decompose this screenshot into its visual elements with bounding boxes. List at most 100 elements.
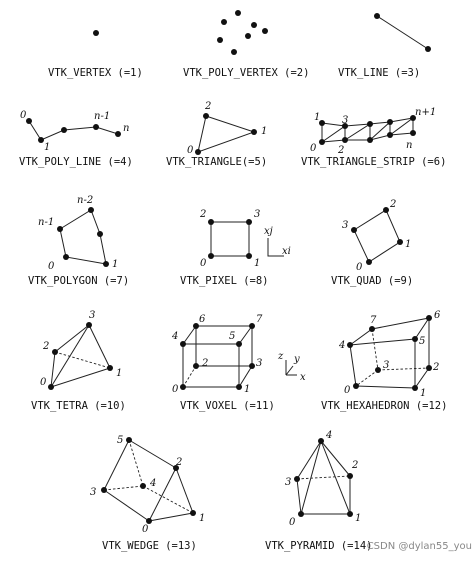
pyramid-label: 3 — [285, 477, 291, 488]
poly-vertex-point — [235, 10, 241, 16]
quad-figure: 2 3 1 0 — [342, 199, 411, 273]
poly-vertex-point — [251, 22, 257, 28]
poly-line-figure: 0 1 n-1 n — [20, 110, 129, 153]
pyramid-figure: 4 3 2 0 1 — [285, 430, 361, 528]
triangle-strip-caption: VTK_TRIANGLE_STRIP (=6) — [301, 156, 446, 168]
polygon-label: 0 — [48, 261, 55, 272]
wedge-label: 5 — [117, 435, 123, 446]
tetra-label: 2 — [42, 341, 49, 352]
tetra-label: 0 — [40, 377, 47, 388]
line-point — [374, 13, 380, 19]
voxel-label: 0 — [172, 384, 179, 395]
poly-vertex-point — [262, 28, 268, 34]
quad-label: 0 — [356, 262, 363, 273]
voxel-label: 6 — [199, 314, 206, 325]
line-point — [425, 46, 431, 52]
pyramid-caption: VTK_PYRAMID (=14) — [265, 540, 372, 552]
poly-vertex-point — [245, 33, 251, 39]
wedge-label: 2 — [175, 457, 182, 468]
triangle-strip-label: 3 — [342, 115, 348, 126]
hexahedron-label: 4 — [338, 340, 345, 351]
pixel-caption: VTK_PIXEL (=8) — [180, 275, 269, 287]
pixel-axis-label: xj — [264, 226, 273, 237]
triangle-label: 0 — [187, 145, 194, 156]
wedge-figure: 5 2 3 4 0 1 — [90, 435, 205, 535]
tetra-figure: 3 2 0 1 — [40, 310, 122, 390]
wedge-label: 0 — [142, 524, 149, 535]
voxel-label: 4 — [171, 331, 178, 342]
pixel-label: 2 — [199, 209, 206, 220]
polygon-figure: n-2 n-1 0 1 — [38, 195, 118, 272]
quad-caption: VTK_QUAD (=9) — [331, 275, 413, 287]
voxel-label: 3 — [256, 358, 262, 369]
triangle-strip-figure: 1 3 n+1 0 2 n — [310, 107, 436, 156]
triangle-strip-label: 0 — [310, 143, 317, 154]
polygon-label: n-1 — [38, 217, 54, 228]
line-figure — [374, 13, 431, 52]
triangle-strip-label: 1 — [314, 112, 320, 123]
voxel-label: 5 — [229, 331, 235, 342]
quad-label: 3 — [342, 220, 348, 231]
pixel-label: 0 — [200, 258, 207, 269]
wedge-label: 3 — [90, 487, 96, 498]
quad-label: 2 — [389, 199, 396, 210]
tetra-label: 3 — [89, 310, 95, 321]
hexahedron-label: 6 — [434, 310, 441, 321]
pixel-label: 3 — [254, 209, 260, 220]
axis-label: x — [300, 372, 306, 383]
polygon-label: n-2 — [77, 195, 93, 206]
poly-vertex-point — [231, 49, 237, 55]
axis-label: z — [277, 351, 284, 362]
pyramid-label: 2 — [351, 460, 358, 471]
poly-vertex-point — [221, 19, 227, 25]
triangle-strip-label: n+1 — [415, 107, 436, 118]
wedge-label: 4 — [149, 478, 156, 489]
pyramid-label: 1 — [355, 513, 361, 524]
vertex-caption: VTK_VERTEX (=1) — [48, 67, 143, 79]
triangle-caption: VTK_TRIANGLE(=5) — [166, 156, 267, 168]
poly-vertex-point — [217, 37, 223, 43]
hexahedron-figure: 7 6 4 5 3 2 0 1 — [338, 310, 441, 399]
poly-line-label: 0 — [20, 110, 27, 121]
poly-line-label: 1 — [44, 142, 50, 153]
vertex-point — [93, 30, 99, 36]
pixel-axis-label: xi — [282, 246, 291, 257]
wedge-label: 1 — [199, 513, 205, 524]
axis-label: y — [293, 354, 300, 365]
hexahedron-caption: VTK_HEXAHEDRON (=12) — [321, 400, 447, 412]
tetra-caption: VTK_TETRA (=10) — [31, 400, 126, 412]
poly-vertex-figure — [217, 10, 268, 55]
triangle-label: 1 — [261, 126, 267, 137]
line-caption: VTK_LINE (=3) — [338, 67, 420, 79]
triangle-strip-label: n — [406, 140, 412, 151]
poly-vertex-caption: VTK_POLY_VERTEX (=2) — [183, 67, 309, 79]
voxel-figure: 6 7 4 5 2 3 0 1 z y x — [171, 314, 306, 395]
voxel-label: 7 — [256, 314, 263, 325]
quad-label: 1 — [405, 239, 411, 250]
pixel-axes — [267, 238, 284, 257]
watermark: CSDN @dylan55_you — [367, 541, 472, 552]
pyramid-label: 0 — [289, 517, 296, 528]
voxel-caption: VTK_VOXEL (=11) — [180, 400, 275, 412]
polygon-caption: VTK_POLYGON (=7) — [28, 275, 129, 287]
voxel-label: 1 — [244, 384, 250, 395]
polygon-label: 1 — [112, 259, 118, 270]
voxel-label: 2 — [201, 358, 208, 369]
wedge-caption: VTK_WEDGE (=13) — [102, 540, 197, 552]
poly-line-label: n — [123, 123, 129, 134]
triangle-strip-label: 2 — [337, 145, 344, 156]
tetra-label: 1 — [116, 368, 122, 379]
triangle-figure: 0 1 2 — [187, 101, 267, 156]
hexahedron-label: 3 — [383, 360, 389, 371]
hexahedron-label: 2 — [432, 362, 439, 373]
hexahedron-label: 7 — [370, 315, 377, 326]
hexahedron-label: 1 — [420, 388, 426, 399]
xyz-axes: z y x — [277, 351, 306, 383]
pixel-figure: 2 3 0 1 xj xi — [199, 209, 291, 269]
hexahedron-label: 5 — [419, 336, 425, 347]
triangle-label: 2 — [204, 101, 211, 112]
poly-line-caption: VTK_POLY_LINE (=4) — [19, 156, 133, 168]
pixel-label: 1 — [254, 258, 260, 269]
